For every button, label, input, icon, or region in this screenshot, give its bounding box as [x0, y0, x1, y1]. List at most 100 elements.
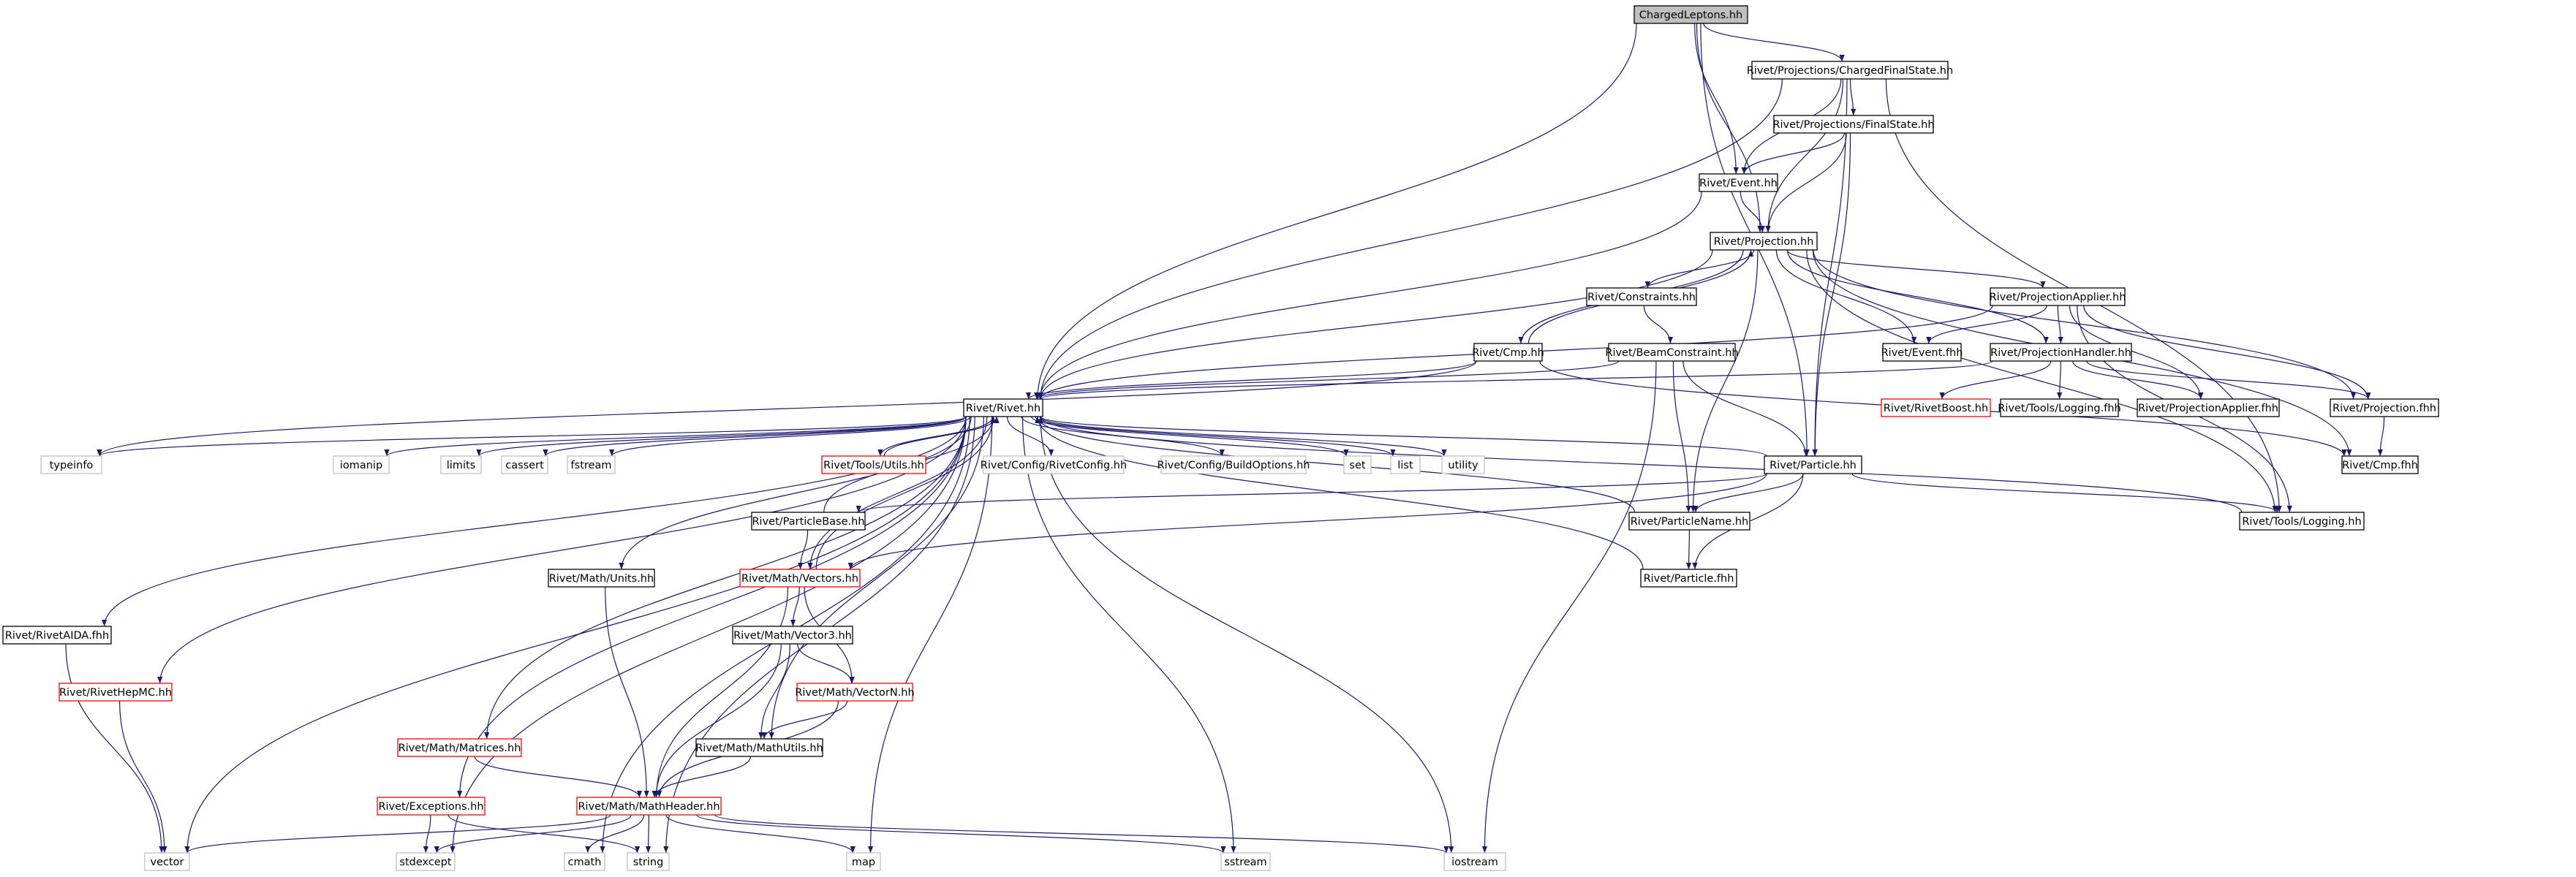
node-rivet-aida-fhh[interactable]: Rivet/RivetAIDA.fhh: [2, 626, 112, 645]
node-box: [796, 683, 913, 702]
edge-particle_hh-to-math_vectors_hh: [847, 473, 1767, 570]
node-box: [2239, 512, 2365, 531]
node-box: [695, 738, 823, 757]
edge-rivet_hh-to-vector: [184, 416, 967, 854]
node-string: string: [627, 852, 670, 871]
node-beam-constraint-hh[interactable]: Rivet/BeamConstraint.hh: [1605, 343, 1739, 362]
edge-rivet_hh-to-math_mathutils_hh: [768, 416, 984, 740]
node-tools-logging-fhh[interactable]: Rivet/Tools/Logging.fhh: [1998, 398, 2121, 417]
node-projection-fhh[interactable]: Rivet/Projection.fhh: [2330, 398, 2439, 417]
node-final-state[interactable]: Rivet/Projections/FinalState.hh: [1772, 115, 1935, 134]
edge-event_hh-to-rivet_hh: [1037, 191, 1702, 400]
node-projection-hh[interactable]: Rivet/Projection.hh: [1710, 232, 1818, 251]
node-label: Rivet/Tools/Logging.fhh: [1998, 403, 2120, 414]
edge-math_matrices_hh-to-math_header_hh: [474, 756, 643, 798]
node-label: Rivet/Projection.fhh: [2333, 403, 2436, 414]
dependency-edges: [65, 23, 2385, 854]
node-label: typeinfo: [50, 460, 94, 471]
node-typeinfo: typeinfo: [40, 455, 102, 474]
node-label: Rivet/Cmp.hh: [1472, 347, 1544, 359]
node-tools-logging-hh[interactable]: Rivet/Tools/Logging.hh: [2239, 512, 2365, 531]
node-iostream: iostream: [1443, 852, 1506, 871]
node-box: [440, 455, 482, 474]
node-exceptions-hh[interactable]: Rivet/Exceptions.hh: [377, 797, 486, 816]
node-rivet-hepmc-hh[interactable]: Rivet/RivetHepMC.hh: [58, 683, 173, 702]
node-fstream: fstream: [567, 455, 616, 474]
node-charged-fs[interactable]: Rivet/Projections/ChargedFinalState.hh: [1747, 61, 1953, 80]
node-projection-applier-fhh[interactable]: Rivet/ProjectionApplier.fhh: [2137, 398, 2280, 417]
header-nodes: ChargedLeptons.hhRivet/Projections/Charg…: [2, 5, 2439, 871]
node-box: [567, 455, 616, 474]
node-projection-handler-hh[interactable]: Rivet/ProjectionHandler.hh: [1990, 343, 2132, 362]
edge-math_header_hh-to-vector: [184, 814, 611, 854]
edge-math_vectors_hh-to-math_vector3_hh: [790, 586, 800, 627]
node-box: [963, 398, 1043, 417]
edge-rivet_aida_fhh-to-vector: [65, 643, 165, 854]
node-box: [751, 512, 866, 531]
node-tools-utils-hh[interactable]: Rivet/Tools/Utils.hh: [821, 455, 926, 474]
edge-math_header_hh-to-cmath: [585, 814, 645, 854]
edge-cmp_hh-to-rivet_hh: [1026, 360, 1477, 400]
node-label: vector: [151, 857, 184, 868]
node-box: [1640, 569, 1737, 588]
edge-beam_constraint_hh-to-particle_hh: [1682, 360, 1809, 457]
edge-math_vector3_hh-to-math_vectorn_hh: [797, 643, 855, 684]
node-charged-leptons[interactable]: ChargedLeptons.hh: [1633, 5, 1748, 24]
node-box: [1586, 287, 1697, 306]
edge-rivet_hh-to-fstream: [609, 416, 971, 457]
node-rivet-hh[interactable]: Rivet/Rivet.hh: [963, 398, 1043, 417]
node-label: Rivet/Rivet.hh: [966, 403, 1040, 414]
edge-projection_fhh-to-cmp_fhh: [2377, 416, 2385, 457]
edge-rivet_hh-to-set: [1031, 416, 1349, 457]
edge-particle_hh-to-rivet_hh: [1038, 416, 1767, 457]
node-math-vectorn-hh[interactable]: Rivet/Math/VectorN.hh: [795, 683, 915, 702]
edge-projection_applier_hh-to-projection_applier_fhh: [2069, 305, 2204, 400]
node-math-matrices-hh[interactable]: Rivet/Math/Matrices.hh: [397, 738, 522, 757]
node-rivet-boost-hh[interactable]: Rivet/RivetBoost.hh: [1881, 398, 1991, 417]
node-cmp-fhh[interactable]: Rivet/Cmp.fhh: [2341, 455, 2419, 474]
node-particle-fhh[interactable]: Rivet/Particle.fhh: [1640, 569, 1737, 588]
node-particle-hh[interactable]: Rivet/Particle.hh: [1764, 455, 1862, 474]
node-event-fhh[interactable]: Rivet/Event.fhh: [1881, 343, 1963, 362]
edge-math_header_hh-to-iostream: [714, 814, 1449, 854]
node-box: [40, 455, 102, 474]
node-math-vector3-hh[interactable]: Rivet/Math/Vector3.hh: [732, 626, 853, 645]
edge-rivet_hh-to-stdexcept: [450, 416, 967, 854]
edge-projection_handler_hh-to-rivet_boost_hh: [1939, 360, 2052, 400]
node-box: [846, 852, 881, 871]
node-label: ChargedLeptons.hh: [1639, 10, 1742, 21]
node-math-vectors-hh[interactable]: Rivet/Math/Vectors.hh: [739, 569, 861, 588]
node-sstream: sstream: [1220, 852, 1271, 871]
node-math-header-hh[interactable]: Rivet/Math/MathHeader.hh: [576, 797, 722, 816]
node-cmp-hh[interactable]: Rivet/Cmp.hh: [1472, 343, 1544, 362]
node-math-units-hh[interactable]: Rivet/Math/Units.hh: [548, 569, 655, 588]
node-box: [1343, 455, 1372, 474]
node-constraints-hh[interactable]: Rivet/Constraints.hh: [1586, 287, 1697, 306]
node-label: Rivet/ProjectionHandler.hh: [1990, 347, 2131, 359]
node-label: iomanip: [340, 460, 382, 471]
node-iomanip: iomanip: [333, 455, 390, 474]
node-projection-applier-hh[interactable]: Rivet/ProjectionApplier.hh: [1990, 287, 2126, 306]
node-label: Rivet/Exceptions.hh: [378, 801, 483, 813]
edge-charged_fs-to-projection_hh: [1765, 78, 1844, 233]
node-particle-base-hh[interactable]: Rivet/ParticleBase.hh: [751, 512, 866, 531]
node-label: sstream: [1224, 857, 1266, 868]
node-label: Rivet/Tools/Utils.hh: [823, 460, 924, 471]
edge-rivet_hh-to-math_vectors_hh: [807, 416, 988, 570]
edge-final_state-to-event_hh: [1741, 132, 1845, 175]
node-box: [1990, 287, 2126, 306]
node-event-hh[interactable]: Rivet/Event.hh: [1699, 173, 1778, 192]
node-math-mathutils-hh[interactable]: Rivet/Math/MathUtils.hh: [695, 738, 823, 757]
edge-charged_leptons-to-projection_hh: [1696, 23, 1763, 233]
edge-projection_applier_hh-to-event_fhh: [1926, 305, 2047, 344]
edge-rivet_hh-to-map: [867, 416, 993, 854]
node-box: [333, 455, 390, 474]
node-label: Rivet/Constraints.hh: [1587, 292, 1696, 303]
edge-projection_handler_hh-to-tools_logging_fhh: [2057, 360, 2063, 400]
edge-rivet_hh-to-limits: [476, 416, 967, 457]
node-box: [627, 852, 670, 871]
node-label: cassert: [505, 460, 544, 471]
node-particle-name-hh[interactable]: Rivet/ParticleName.hh: [1628, 512, 1750, 531]
edge-projection_handler_hh-to-projection_applier_fhh: [2072, 360, 2204, 400]
